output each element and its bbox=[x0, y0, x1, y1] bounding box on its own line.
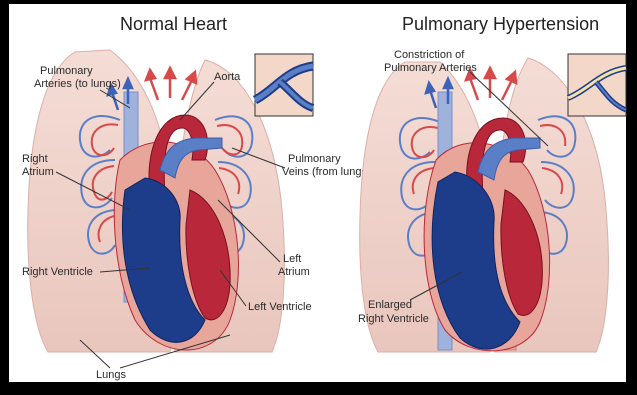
label-right-ventricle: Right Ventricle bbox=[22, 266, 93, 278]
label-pulmonary-veins-line1: Pulmonary bbox=[288, 153, 341, 165]
label-pulmonary-arteries-line1: Pulmonary bbox=[40, 65, 93, 77]
label-enlarged-line1: Enlarged bbox=[368, 299, 412, 311]
pulmonary-hypertension-title: Pulmonary Hypertension bbox=[402, 14, 599, 34]
label-constriction-line1: Constriction of bbox=[394, 49, 465, 61]
label-constriction-line2: Pulmonary Arteries bbox=[384, 62, 477, 74]
label-left-atrium-line2: Atrium bbox=[278, 266, 310, 278]
label-right-atrium-line1: Right bbox=[22, 153, 48, 165]
label-left-atrium-line1: Left bbox=[283, 253, 301, 265]
label-pulmonary-arteries-line2: Arteries (to lungs) bbox=[34, 78, 121, 90]
label-pulmonary-veins-line2: Veins (from lungs) bbox=[282, 166, 371, 178]
label-left-ventricle: Left Ventricle bbox=[248, 301, 312, 313]
normal-heart-title: Normal Heart bbox=[120, 14, 227, 34]
label-right-atrium-line2: Atrium bbox=[22, 166, 54, 178]
label-lungs: Lungs bbox=[96, 369, 126, 381]
label-enlarged-line2: Right Ventricle bbox=[358, 313, 429, 325]
label-aorta: Aorta bbox=[214, 71, 241, 83]
